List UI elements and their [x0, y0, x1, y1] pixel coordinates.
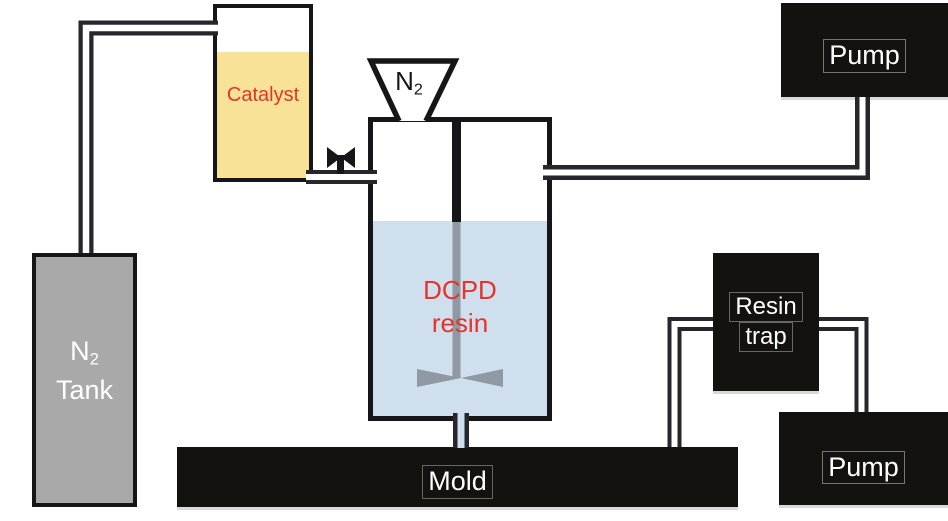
pipe-vessel-to-pump	[543, 97, 870, 180]
n2-tank	[32, 253, 137, 507]
valve-icon	[327, 147, 355, 174]
catalyst-vessel	[213, 4, 313, 182]
funnel-icon	[366, 58, 460, 123]
pipe-trap-to-pump	[819, 317, 869, 412]
pump-top	[781, 3, 948, 97]
mold	[177, 447, 738, 507]
pipe-tank-to-catalyst	[78, 20, 218, 253]
pump-bottom	[779, 412, 948, 505]
catalyst-liquid	[217, 52, 309, 178]
resin-liquid	[373, 221, 547, 416]
funnel-label: N2	[395, 66, 423, 99]
pipe-trap-to-mold	[667, 317, 713, 447]
mixing-vessel	[368, 117, 552, 421]
resin-trap	[713, 253, 819, 391]
